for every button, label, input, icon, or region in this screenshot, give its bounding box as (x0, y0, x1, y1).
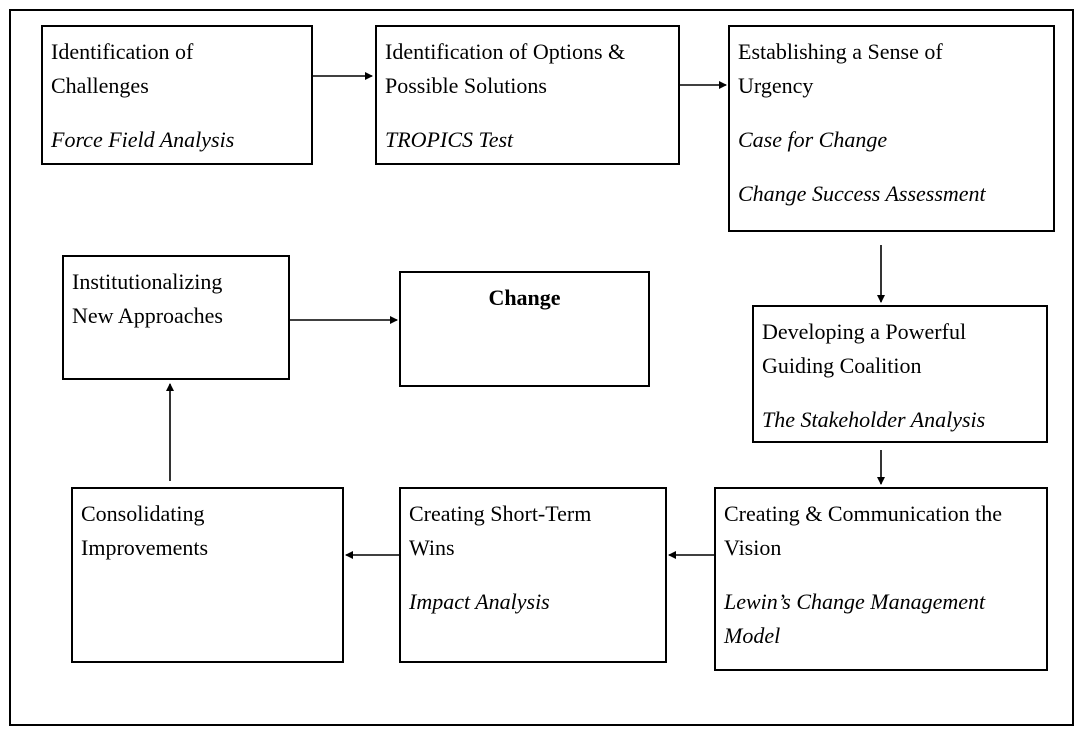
node-creating-short-term-wins: Creating Short-Term Wins Impact Analysis (399, 487, 667, 663)
node-title: Establishing a Sense of Urgency (738, 39, 943, 98)
node-title: Identification of Options & Possible Sol… (385, 39, 626, 98)
node-title: Creating Short-Term Wins (409, 501, 592, 560)
node-tool: Lewin’s Change Management Model (724, 589, 986, 648)
node-institutionalizing-new-approaches: Institutionalizing New Approaches (62, 255, 290, 380)
node-title: Consolidating Improvements (81, 501, 209, 560)
node-tool: Impact Analysis (409, 589, 550, 614)
node-tool: Force Field Analysis (51, 127, 235, 152)
node-establishing-sense-of-urgency: Establishing a Sense of Urgency Case for… (728, 25, 1055, 232)
node-tool: Case for Change (738, 127, 888, 152)
node-creating-communicating-vision: Creating & Communication the Vision Lewi… (714, 487, 1048, 671)
node-developing-guiding-coalition: Developing a Powerful Guiding Coalition … (752, 305, 1048, 443)
node-change: Change (399, 271, 650, 387)
node-title: Identification of Challenges (51, 39, 194, 98)
node-tool: TROPICS Test (385, 127, 514, 152)
node-title: Developing a Powerful Guiding Coalition (762, 319, 967, 378)
node-title: Change (488, 285, 561, 310)
node-consolidating-improvements: Consolidating Improvements (71, 487, 344, 663)
node-title: Creating & Communication the Vision (724, 501, 1003, 560)
node-identification-of-options: Identification of Options & Possible Sol… (375, 25, 680, 165)
diagram-frame (9, 9, 1074, 726)
node-title: Institutionalizing New Approaches (72, 269, 223, 328)
node-tool: Change Success Assessment (738, 181, 986, 206)
node-tool: The Stakeholder Analysis (762, 407, 986, 432)
node-identification-of-challenges: Identification of Challenges Force Field… (41, 25, 313, 165)
